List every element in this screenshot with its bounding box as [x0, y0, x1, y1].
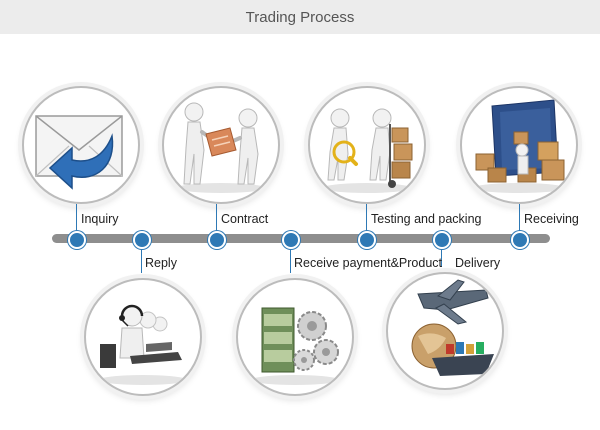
node-delivery [433, 231, 451, 249]
label-receiving: Receiving [524, 212, 579, 226]
node-receiving [511, 231, 529, 249]
tick-reply [141, 243, 142, 273]
tick-testing-packing [366, 204, 367, 234]
tick-payment-product [290, 243, 291, 273]
label-contract: Contract [221, 212, 269, 226]
header-bar: Trading Process [0, 0, 600, 34]
node-reply [133, 231, 151, 249]
node-contract [208, 231, 226, 249]
inquiry-illustration [22, 86, 140, 204]
page-title: Trading Process [245, 8, 355, 26]
call-center-icon [99, 304, 187, 385]
tick-inquiry [76, 204, 77, 234]
timeline-bar [52, 234, 550, 243]
node-payment-product [282, 231, 300, 249]
container-boxes-icon [473, 99, 565, 193]
handshake-deal-icon [177, 102, 265, 193]
money-gears-icon [251, 307, 339, 385]
contract-illustration [162, 86, 280, 204]
airplane-ship-globe-icon [411, 279, 494, 376]
receiving-illustration [460, 86, 578, 204]
label-delivery: Delivery [455, 256, 501, 270]
inspection-handtruck-icon [323, 108, 413, 193]
label-payment-product: Receive payment&Product [294, 256, 442, 270]
tick-receiving [519, 204, 520, 234]
label-reply: Reply [145, 256, 177, 270]
envelope-reply-icon [35, 115, 123, 190]
tick-delivery [441, 243, 442, 267]
label-inquiry: Inquiry [81, 212, 119, 226]
label-testing-packing: Testing and packing [371, 212, 482, 226]
node-inquiry [68, 231, 86, 249]
reply-illustration [84, 278, 202, 396]
tick-contract [216, 204, 217, 234]
node-testing-packing [358, 231, 376, 249]
delivery-illustration [386, 272, 504, 390]
testing-packing-illustration [308, 86, 426, 204]
payment-product-illustration [236, 278, 354, 396]
